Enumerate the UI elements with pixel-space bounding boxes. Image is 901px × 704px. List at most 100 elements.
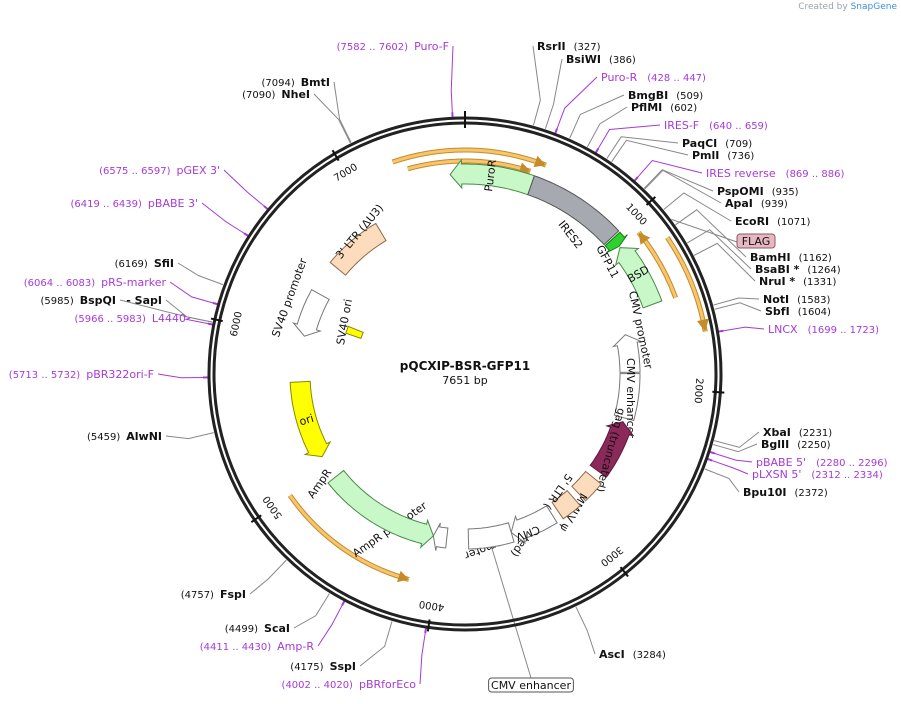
primer-position: (869 .. 886): [786, 169, 845, 180]
site-leader: [165, 299, 213, 323]
site-position: (736): [727, 151, 754, 162]
primer-leader: [317, 601, 345, 647]
credit-brand: SnapGene: [850, 2, 897, 12]
site-name: BsaBI *: [755, 263, 800, 276]
primer-position: (5713 .. 5732): [9, 370, 81, 381]
site-position: (7094): [262, 78, 295, 89]
site-name: XbaI: [763, 426, 791, 439]
primer-position: (4411 .. 4430): [200, 642, 272, 653]
site-name: Bpu10I: [743, 486, 787, 499]
primer-position: (2280 .. 2296): [816, 458, 888, 469]
site-leader: [293, 593, 330, 629]
site-position: (7090): [242, 90, 275, 101]
site-position: (709): [725, 139, 752, 150]
site-position: (4757): [181, 590, 214, 601]
site-name: EcoRI: [735, 215, 769, 228]
tick-label: 7000: [332, 162, 360, 184]
site-position: (4499): [225, 624, 258, 635]
site-name: NotI: [763, 293, 789, 306]
primer-leader: [201, 202, 248, 236]
primer-leader: [223, 169, 268, 209]
site-name: SbfI: [765, 305, 790, 318]
site-position: (1604): [798, 307, 831, 318]
site-name: NheI: [281, 88, 310, 101]
credit: Created by SnapGene: [798, 2, 897, 12]
primer-leader: [710, 451, 753, 463]
site-leader: [643, 169, 714, 192]
tick-label: 1000: [623, 202, 648, 228]
feature-gag-truncated: [589, 421, 635, 478]
feature-mmlv: [571, 470, 602, 502]
site-leader: [569, 94, 625, 139]
primer-leader: [419, 628, 427, 685]
primer-name: L4440: [152, 312, 186, 325]
orf-arc-outline: [287, 493, 410, 582]
credit-prefix: Created by: [798, 2, 848, 12]
site-leader: [586, 106, 628, 148]
feature-sv40-promoter: [291, 289, 330, 337]
primer-name: IRES-F: [664, 119, 699, 132]
primer-leader: [719, 326, 765, 332]
tick-mark: [426, 619, 431, 632]
primer-leader: [184, 317, 212, 325]
site-leader: [714, 302, 762, 312]
tick-mark: [619, 566, 629, 578]
site-leader: [177, 262, 224, 286]
primer-leader: [169, 281, 217, 305]
site-leader: [693, 242, 756, 282]
feature-bsd: [614, 247, 663, 309]
site-leader: [644, 169, 722, 204]
site-leader: [333, 81, 352, 143]
feature-cmv-promoter: [510, 505, 558, 545]
site-position: (4175): [290, 662, 323, 673]
primer-position: (7582 .. 7602): [337, 42, 409, 53]
site-name: AlwNI: [126, 430, 162, 443]
feature-ori: [289, 380, 332, 458]
primer-name: IRES reverse: [706, 167, 776, 180]
primer-leader: [595, 124, 661, 153]
primer-position: (2312 .. 2334): [811, 470, 883, 481]
primer-name: pBABE 5': [756, 456, 806, 469]
site-leader: [575, 606, 596, 655]
site-leader: [713, 443, 758, 453]
feature-label-cmv-enhancer: CMV enhancer: [491, 679, 571, 692]
site-leader: [606, 136, 679, 159]
primer-name: Puro-F: [414, 40, 449, 53]
feature-sv40-ori: [345, 325, 364, 340]
site-leader: [611, 139, 689, 162]
site-name: RsrII: [537, 40, 566, 53]
feature-cmv-enhancer: [467, 522, 515, 550]
site-position: (602): [670, 103, 697, 114]
site-name: AscI: [599, 648, 625, 661]
site-position: (327): [574, 42, 601, 53]
primer-name: pBRforEco: [359, 678, 416, 691]
primer-name: pGEX 3': [176, 164, 220, 177]
site-position: (1264): [807, 265, 840, 276]
site-name: BspQI: [80, 294, 116, 307]
tick-mark: [250, 514, 262, 523]
site-leader: [713, 297, 760, 306]
feature-badge: [736, 233, 776, 249]
feature-ampr: [327, 469, 434, 549]
site-position: (1071): [777, 217, 810, 228]
tick-label: 3000: [598, 544, 625, 569]
feature-3-ltr-u3: [329, 222, 387, 276]
feature-gfp11: [604, 231, 628, 254]
site-position: (1331): [803, 277, 836, 288]
tick-label: 6000: [229, 311, 245, 338]
feature-label-box: [488, 677, 574, 693]
primer-position: (640 .. 659): [709, 121, 768, 132]
primer-name: pBABE 3': [148, 197, 198, 210]
primer-leader: [555, 76, 598, 133]
primer-position: (4002 .. 4020): [282, 680, 354, 691]
site-leader: [675, 209, 747, 258]
orf-arrowhead: [697, 318, 709, 332]
site-name: ScaI: [264, 622, 290, 635]
feature-label-sv40-ori: SV40 ori: [334, 298, 355, 346]
site-name: PaqCI: [682, 137, 717, 150]
tick-label: 2000: [692, 378, 705, 404]
site-name: PflMI: [631, 101, 662, 114]
orf-arc: [392, 148, 547, 167]
orf-arc: [407, 159, 531, 173]
primer-position: (1699 .. 1723): [808, 325, 880, 336]
